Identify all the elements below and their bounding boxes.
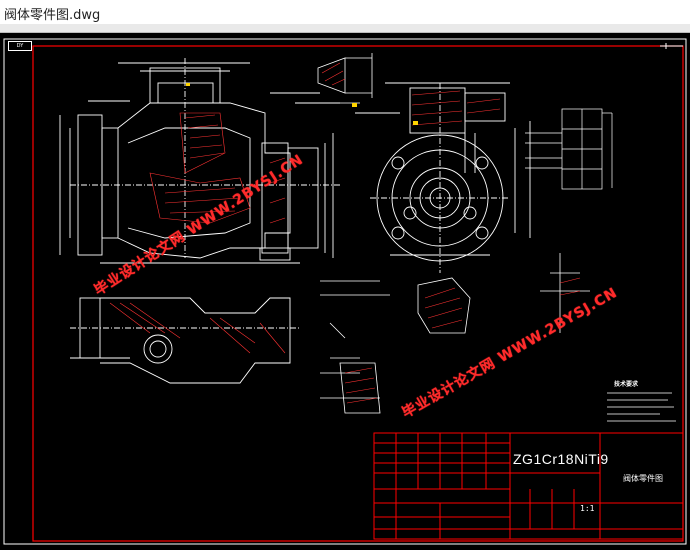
material-label: ZG1Cr18NiTi9 [513,451,609,467]
side-view-hatch [411,90,501,126]
top-detail-hatch [321,62,346,86]
parameter-table [525,108,613,190]
document-title[interactable]: 阀体零件图.dwg [4,8,101,23]
tech-notes-lines [607,392,676,422]
top-detail [317,53,373,104]
title-block-frame [373,432,684,540]
accent-marks [186,83,418,125]
front-view [59,58,340,264]
front-section-hatch [149,112,286,224]
bottom-left-view [70,297,300,384]
drawing-canvas[interactable]: 毕业设计论文网 WWW.2BYSJ.CN 毕业设计论文网 WWW.2BYSJ.C… [0,33,690,550]
center-detail-hatch [344,367,378,404]
center-detail [320,280,390,414]
side-view [355,82,531,273]
scale-value: 1:1 [580,504,595,513]
toolbar-strip [0,24,690,33]
drawing-name: 阀体零件图 [623,474,663,483]
right-detail [417,253,590,334]
document-tab-bar: 阀体零件图.dwg [0,0,690,25]
sheet-label: DY [8,41,32,51]
right-detail-hatch [424,277,581,329]
tech-requirements-heading: 技术要求 [614,381,639,388]
cad-drawing [3,38,687,545]
bottom-left-hatch [109,302,286,354]
